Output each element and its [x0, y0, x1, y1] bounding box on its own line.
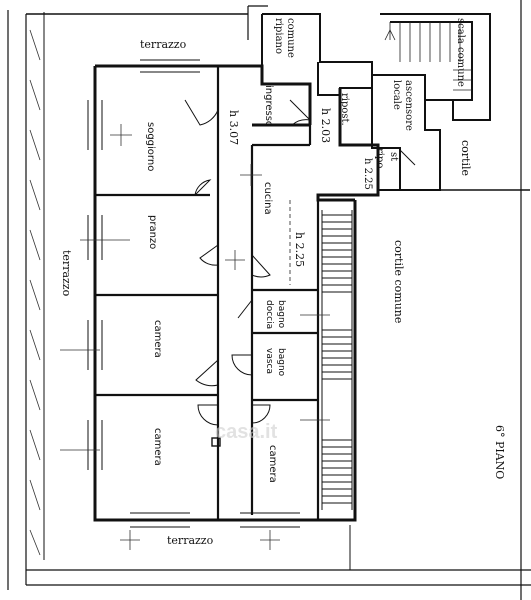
balcony-railing	[321, 210, 353, 510]
label-ripo-st: st	[388, 152, 399, 161]
windows	[87, 59, 300, 528]
label-h-ripost: h 2.03	[319, 108, 332, 143]
label-soggiorno: soggiorno	[145, 122, 156, 171]
label-ascensore: ascensore	[403, 80, 414, 131]
label-bagno-vasca: bagno	[276, 348, 286, 377]
label-camera-2: camera	[152, 428, 163, 466]
label-floor: 6° PIANO	[493, 425, 506, 479]
label-doccia: doccia	[264, 300, 274, 329]
label-h-ripo: h 2.25	[362, 158, 373, 190]
door-swings	[184, 99, 416, 426]
label-ripiano-comune: comune	[285, 18, 296, 58]
label-ripiano: ripiano	[273, 18, 284, 54]
terrace-parapet-hatch	[29, 29, 41, 556]
label-terrazzo-top: terrazzo	[140, 38, 187, 51]
label-camera-1: camera	[152, 320, 163, 358]
page-frame	[7, 0, 531, 600]
stair-core	[261, 13, 530, 191]
label-ripo: ripo	[374, 148, 385, 168]
label-cortile: cortile	[459, 140, 472, 176]
stair-treads	[384, 22, 472, 91]
label-vasca: vasca	[264, 348, 274, 374]
column	[211, 437, 221, 447]
label-terrazzo-left: terrazzo	[60, 250, 73, 297]
label-bagno-doccia: bagno	[276, 300, 286, 329]
label-h-cucina: h 2.25	[293, 232, 306, 267]
label-cucina: cucina	[262, 182, 273, 215]
label-locale: locale	[391, 80, 402, 110]
label-ingresso: ingresso	[263, 85, 274, 127]
label-camera-3: camera	[267, 445, 278, 483]
label-pranzo: pranzo	[147, 215, 158, 249]
axis-marks	[60, 124, 330, 550]
label-ripost: ripost.	[339, 93, 350, 126]
label-scala-comune: scala comune	[455, 18, 466, 87]
label-h-ingresso: h 3.07	[227, 110, 240, 145]
watermark: casa.it	[215, 421, 278, 443]
label-terrazzo-bottom: terrazzo	[167, 534, 214, 547]
label-cortile-comune: cortile comune	[392, 240, 405, 323]
interior-walls	[95, 66, 320, 520]
